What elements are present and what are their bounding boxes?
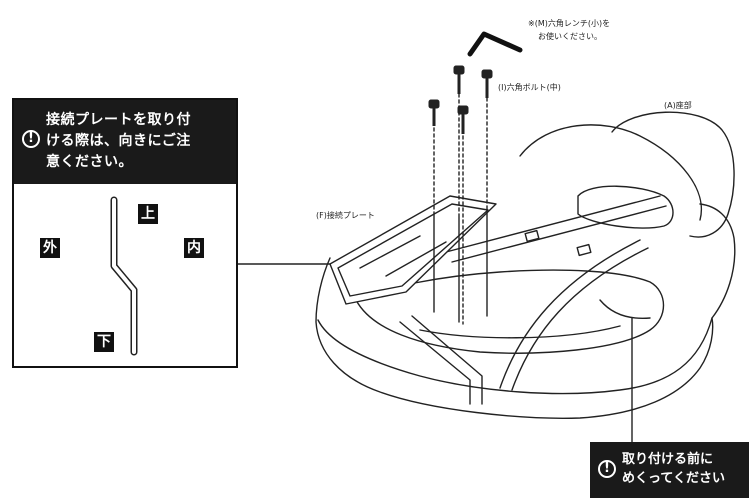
bolt-3 bbox=[457, 105, 469, 134]
hex-wrench-icon bbox=[467, 31, 523, 57]
callout-line-3: 意ください。 bbox=[46, 154, 133, 170]
direction-bottom-label: 下 bbox=[94, 332, 114, 352]
callout-text: 接続プレートを取り付 ける際は、向きにご注 意ください。 bbox=[46, 110, 232, 173]
bolt-4 bbox=[481, 69, 493, 98]
wrench-note-line1: ※(M)六角レンチ(小)を bbox=[528, 19, 611, 28]
direction-inside-label: 内 bbox=[184, 238, 204, 258]
orientation-callout: ! 接続プレートを取り付 ける際は、向きにご注 意ください。 上 外 内 下 bbox=[12, 98, 238, 368]
plate-label: (F)接続プレート bbox=[316, 211, 375, 220]
callout-line-2: ける際は、向きにご注 bbox=[46, 133, 191, 149]
bolt-label: (I)六角ボルト(中) bbox=[498, 83, 561, 92]
callout-line-1: 接続プレートを取り付 bbox=[46, 112, 191, 128]
bottom-note: ! 取り付ける前に めくってください bbox=[590, 442, 749, 498]
bottom-note-line-2: めくってください bbox=[622, 471, 725, 486]
bottom-note-text: 取り付ける前に めくってください bbox=[622, 450, 749, 488]
seat-label: (A)座部 bbox=[664, 101, 692, 110]
direction-top-label: 上 bbox=[138, 204, 158, 224]
plate-orientation-diagram bbox=[110, 196, 138, 356]
bolt-2 bbox=[453, 65, 465, 94]
direction-outside-label: 外 bbox=[40, 238, 60, 258]
exclamation-circle-icon: ! bbox=[598, 460, 616, 478]
bottom-note-line-1: 取り付ける前に bbox=[622, 452, 714, 467]
bolt-1 bbox=[428, 99, 440, 126]
exclamation-circle-icon: ! bbox=[22, 130, 40, 148]
callout-header: ! 接続プレートを取り付 ける際は、向きにご注 意ください。 bbox=[14, 100, 236, 184]
wrench-note-line2: お使いください。 bbox=[538, 32, 602, 41]
